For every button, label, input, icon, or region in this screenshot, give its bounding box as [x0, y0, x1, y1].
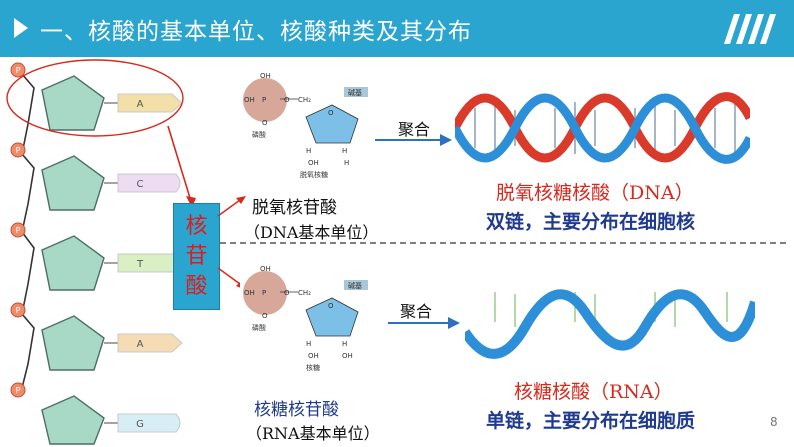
polymerize-label-dna: 聚合	[398, 120, 431, 139]
phosphate-group-icon	[243, 271, 287, 315]
sugar-pentagon-1	[41, 75, 105, 131]
dna-acid-name: 脱氧核糖核酸（DNA）	[496, 182, 694, 204]
deoxynucleotide-unit: （DNA基本单位）	[244, 223, 379, 242]
svg-text:H: H	[306, 147, 311, 155]
base-letter-5: G	[136, 419, 144, 430]
ribonucleotide-unit: （RNA基本单位）	[246, 424, 380, 443]
phosphate-circle-4	[10, 302, 26, 318]
svg-text:H: H	[342, 147, 347, 155]
svg-text:OH: OH	[260, 265, 271, 273]
phosphate-label: P	[16, 306, 21, 315]
svg-text:OH: OH	[308, 159, 319, 167]
highlight-ellipse	[6, 59, 184, 137]
nucleotide-char-3: 酸	[185, 273, 208, 299]
header-bar: 一、核酸的基本单位、核酸种类及其分布	[0, 0, 794, 57]
phosphate-label: P	[16, 66, 21, 75]
nucleotide-char-2: 苷	[185, 243, 208, 269]
svg-text:O: O	[328, 302, 334, 310]
svg-text:O: O	[262, 312, 268, 320]
svg-text:碱基: 碱基	[348, 88, 362, 97]
sugar-pentagon-4	[41, 315, 105, 371]
phosphate-circle-2	[10, 142, 26, 158]
svg-text:H: H	[342, 340, 347, 348]
svg-text:碱基: 碱基	[348, 281, 362, 290]
nucleotide-char-1: 核	[185, 213, 208, 239]
phosphate-label: P	[16, 226, 21, 235]
svg-text:OH: OH	[342, 352, 353, 360]
polymerize-arrow-dna-icon	[440, 134, 452, 146]
ribonucleotide-structure: OH OH P O O CH₂ 磷酸 H H OH OH 核糖 碱基 O	[240, 258, 370, 383]
svg-text:CH₂: CH₂	[298, 289, 311, 297]
deoxynucleotide-name: 脱氧核苷酸	[252, 198, 337, 218]
rna-acid-name: 核糖核酸（RNA）	[514, 381, 673, 403]
svg-text:脱氧核糖: 脱氧核糖	[300, 170, 328, 179]
polymerize-label-rna: 聚合	[400, 302, 433, 321]
base-letter-2: C	[137, 179, 144, 190]
nucleotide-chain-diagram: A C T A G P P P P P	[6, 59, 196, 445]
sugar-pentagon-2	[41, 155, 105, 211]
sugar-pentagon-5	[41, 395, 105, 445]
svg-text:H: H	[306, 340, 311, 348]
red-arrow-up-head	[236, 196, 246, 204]
svg-text:OH: OH	[244, 96, 255, 104]
phosphate-label: P	[16, 146, 21, 155]
sugar-pentagon-3	[41, 235, 105, 291]
ribonucleotide-name: 核糖核苷酸	[254, 400, 339, 420]
play-arrow-icon	[14, 18, 28, 38]
phosphate-group-icon	[243, 78, 287, 122]
svg-text:OH: OH	[260, 72, 271, 80]
dna-double-helix	[455, 92, 750, 164]
svg-text:O: O	[284, 96, 290, 104]
svg-text:磷酸: 磷酸	[252, 130, 266, 139]
base-letter-4: A	[137, 339, 144, 350]
svg-text:P: P	[262, 96, 266, 104]
base-letter-1: A	[137, 99, 144, 110]
svg-text:OH: OH	[308, 352, 319, 360]
base-tag-1	[117, 93, 183, 113]
base-tag-2	[117, 173, 181, 193]
svg-text:磷酸: 磷酸	[252, 323, 266, 332]
deoxyribose-pentagon	[305, 104, 359, 144]
rna-blue-strand	[465, 289, 755, 359]
red-arrow-head	[186, 196, 196, 208]
base-tag-5	[117, 413, 181, 433]
dna-distribution: 双链，主要分布在细胞核	[486, 211, 696, 233]
svg-text:P: P	[262, 289, 266, 297]
dna-blue-strand	[455, 93, 750, 164]
svg-text:CH₂: CH₂	[298, 96, 311, 104]
base-letter-3: T	[136, 259, 144, 270]
svg-text:核糖: 核糖	[306, 363, 320, 372]
slide-title: 一、核酸的基本单位、核酸种类及其分布	[40, 19, 472, 45]
phosphate-label: P	[16, 386, 21, 395]
polymerize-arrow-rna-icon	[448, 317, 460, 329]
svg-text:O: O	[262, 119, 268, 127]
phosphate-circle-3	[10, 222, 26, 238]
svg-text:O: O	[284, 289, 290, 297]
stripes-decoration-icon	[724, 14, 776, 44]
nucleotide-box: 核 苷 酸	[173, 203, 220, 310]
svg-text:O: O	[328, 109, 334, 117]
ribose-pentagon	[305, 297, 359, 337]
rna-single-helix	[465, 289, 755, 359]
deoxynucleotide-structure: OH OH P O O CH₂ 磷酸 H H OH H 脱氧核糖 碱基 O	[240, 65, 370, 190]
page-number: 8	[770, 415, 778, 429]
base-tag-4	[117, 333, 183, 353]
svg-text:OH: OH	[244, 289, 255, 297]
phosphate-circle-1	[10, 62, 26, 78]
rna-distribution: 单链，主要分布在细胞质	[486, 410, 696, 432]
svg-text:H: H	[344, 159, 349, 167]
phosphate-circle-5	[10, 382, 26, 398]
